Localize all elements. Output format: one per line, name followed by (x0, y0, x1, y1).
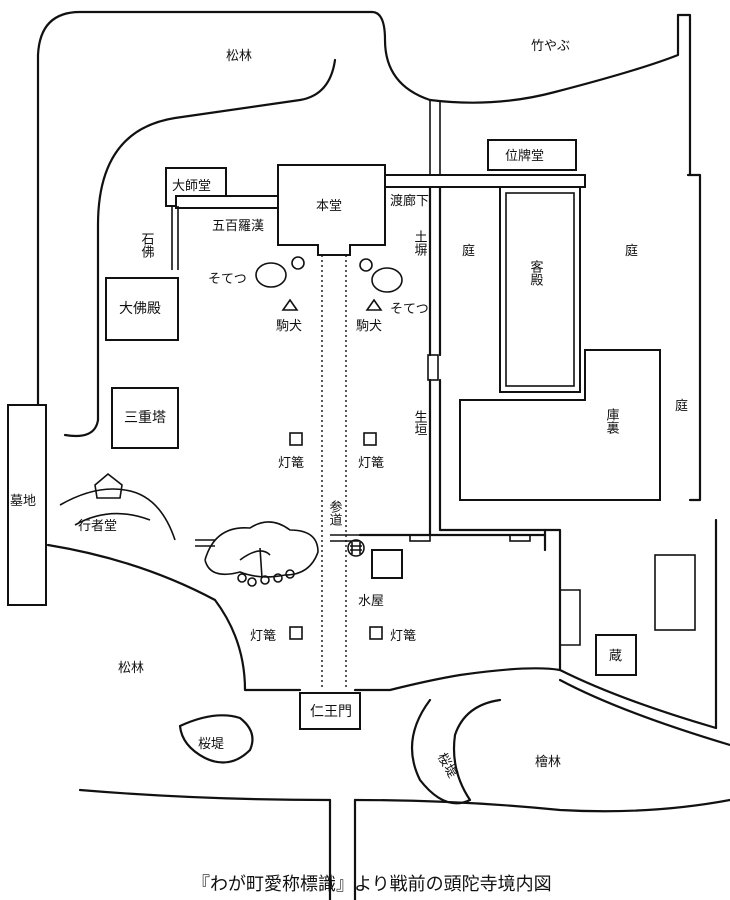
map-caption: 『わが町愛称標識』より戦前の頭陀寺境内図 (192, 874, 552, 895)
label-kyakuden: 客殿 (528, 259, 544, 286)
south-road-right (353, 667, 562, 692)
label-ikegaki: 生垣 (412, 410, 428, 436)
label-komainu-left: 駒犬 (276, 319, 302, 334)
west-path-stub (171, 206, 179, 270)
gate-strip-1 (509, 534, 531, 542)
well-icon-cross (350, 542, 362, 554)
label-mizuya: 水屋 (358, 594, 384, 609)
label-dobei: 土塀 (412, 230, 428, 257)
kyakuden-building (499, 186, 581, 393)
ikegaki-hedge (427, 354, 439, 381)
label-hinokibayashi: 檜林 (535, 754, 561, 770)
kura-yard (560, 589, 581, 646)
garden-rock-5 (285, 569, 295, 579)
toro-2-marker (363, 432, 377, 446)
label-bochi: 墓地 (10, 494, 36, 509)
toro-3-marker (289, 626, 303, 640)
gyojado-hut (94, 472, 123, 499)
east-side-road (686, 173, 702, 502)
label-sando: 参道 (327, 499, 343, 526)
mizuya-building (371, 549, 403, 579)
sanjuto-building (111, 387, 179, 449)
daibutsuden-building (105, 277, 179, 341)
label-matsubayashi-bottom: 松林 (118, 661, 144, 676)
ihaido-building (487, 139, 577, 171)
label-niwa-right: 庭 (625, 243, 638, 259)
sotetsu-left-shrub-small (291, 256, 305, 270)
label-kuri: 庫裏 (604, 408, 620, 435)
label-toro-2: 灯篭 (358, 456, 384, 471)
label-daibutsuden: 大佛殿 (119, 301, 161, 317)
sotetsu-right-shrub-small (359, 258, 373, 272)
label-watarirouka: 渡廊下 (390, 193, 429, 209)
well-icon (347, 539, 365, 557)
ikegaki-hedge-line (428, 378, 547, 552)
label-takeyabu: 竹やぶ (531, 39, 570, 54)
label-toro-4: 灯篭 (390, 629, 416, 644)
north-boundary-road (36, 10, 680, 407)
mizuya-path (330, 534, 360, 542)
label-kura: 蔵 (609, 649, 622, 664)
komainu-left-triangle (281, 298, 299, 311)
label-sakurazutsumi-left: 桜堤 (198, 737, 224, 752)
label-toro-3: 灯篭 (250, 629, 276, 644)
garden-pine (239, 547, 271, 579)
toro-4-marker (369, 626, 383, 640)
label-komainu-right: 駒犬 (356, 319, 382, 334)
hondo-building (277, 164, 386, 256)
garden-rock-3 (260, 575, 270, 585)
label-sotetsu-right: そてつ (390, 302, 429, 317)
bottom-road (78, 788, 730, 813)
label-ihaido: 位牌堂 (505, 148, 544, 164)
komainu-right-triangle (365, 298, 383, 311)
label-niomon: 仁王門 (310, 704, 352, 720)
dobei-wall (428, 186, 442, 357)
label-sekibutsu: 石佛 (139, 232, 155, 258)
label-toro-1: 灯篭 (278, 456, 304, 471)
gohyakurakan-connector (175, 195, 279, 209)
kyakuden-inner (505, 192, 575, 387)
inner-west-boundary (63, 58, 337, 438)
sotetsu-left-shrub (255, 262, 287, 288)
garden-rock-4 (273, 573, 283, 583)
sotetsu-right-shrub (371, 267, 403, 293)
garden-pond (204, 521, 319, 578)
label-matsubayashi-top: 松林 (226, 49, 252, 64)
garden-rock-1 (237, 573, 247, 583)
kuri-building (459, 349, 661, 501)
label-gyojado: 行者堂 (78, 519, 117, 534)
watarirouka-corridor (384, 174, 586, 188)
garden-rock-2 (247, 577, 257, 587)
graveyard-area (7, 404, 47, 606)
sakura-embankment-left (178, 714, 254, 764)
south-east-road (558, 668, 730, 747)
label-niwa-left: 庭 (462, 243, 475, 259)
niomon-building (299, 692, 361, 730)
label-gohyakurakan: 五百羅漢 (212, 219, 264, 234)
label-sotetsu-left: そてつ (208, 272, 247, 287)
gate-strip-2 (409, 534, 431, 542)
label-sanjuto: 三重塔 (124, 410, 166, 426)
label-sakurazutsumi-right: 桜堤 (434, 751, 460, 781)
south-road-left (46, 543, 302, 692)
label-daishido: 大師堂 (172, 179, 211, 194)
label-niwa-far: 庭 (675, 398, 688, 414)
kura-building (595, 634, 637, 676)
toro-1-marker (289, 432, 303, 446)
east-storehouse-outline (654, 554, 696, 631)
label-hondo: 本堂 (316, 199, 342, 214)
gyojado-hill (59, 488, 176, 541)
takeyabu-boundary (676, 13, 692, 177)
sakura-embankment-right (410, 698, 502, 805)
main-south-road (328, 798, 357, 900)
